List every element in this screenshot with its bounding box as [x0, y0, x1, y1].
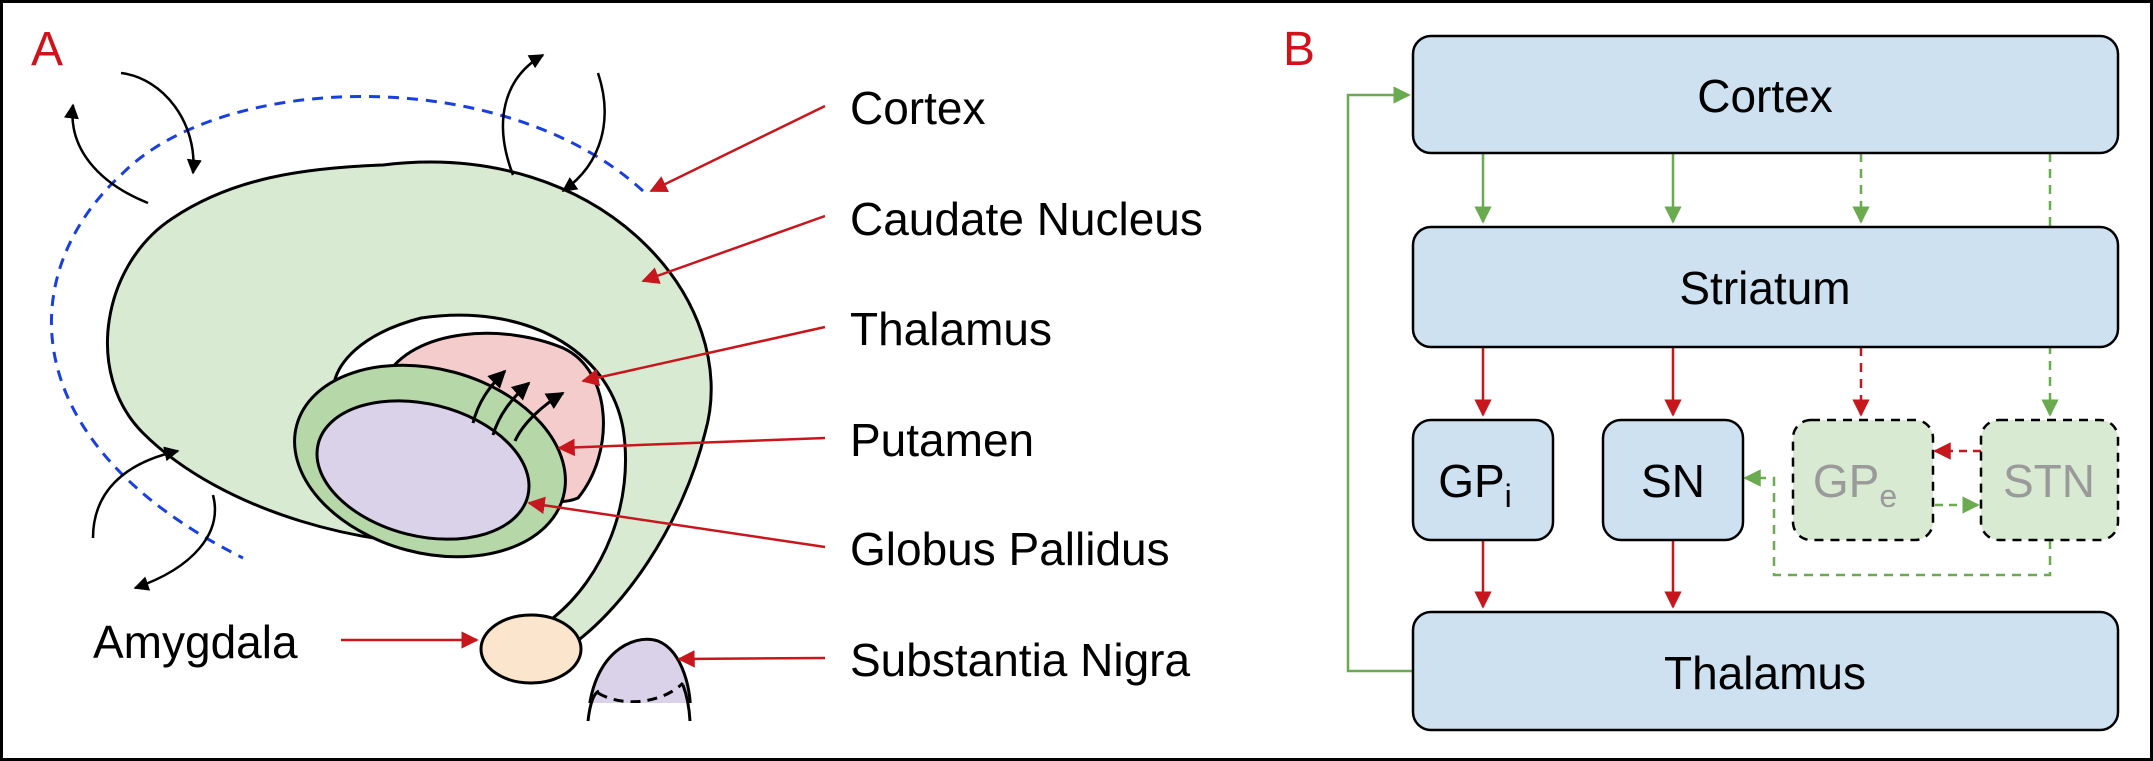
- figure-canvas: A Cortex Caudate Nucleus Thalamus Putame…: [31, 23, 2120, 743]
- substantia-nigra-base: [597, 681, 685, 704]
- box-cortex-label: Cortex: [1697, 70, 1832, 122]
- box-gpe-label: GPe: [1813, 455, 1897, 514]
- box-thalamus: [1411, 610, 2120, 732]
- panel-b-label: B: [1283, 23, 1315, 76]
- label-cortex: Cortex: [850, 82, 985, 134]
- box-sn: [1601, 418, 1745, 542]
- pointer-putamen: [557, 436, 826, 457]
- box-stn: [1979, 418, 2120, 542]
- pointer-cortex: [649, 104, 826, 193]
- box-striatum: [1411, 225, 2120, 349]
- box-cortex: [1411, 34, 2120, 155]
- panel-a-label: A: [31, 23, 63, 76]
- putamen-shape: [315, 399, 531, 541]
- label-substantia-nigra: Substantia Nigra: [850, 634, 1190, 686]
- projection-arrow-1: [471, 369, 507, 424]
- pointer-substantia-nigra: [677, 650, 826, 668]
- label-thalamus: Thalamus: [850, 303, 1052, 355]
- pointer-globus-pallidus: [527, 496, 826, 549]
- box-gpi: [1411, 418, 1555, 542]
- label-amygdala: Amygdala: [93, 616, 298, 668]
- label-caudate-nucleus: Caudate Nucleus: [850, 193, 1203, 245]
- curl-arrow-bottom-a: [91, 446, 180, 539]
- pointer-thalamus: [581, 325, 826, 387]
- box-striatum-label: Striatum: [1679, 262, 1850, 314]
- curl-arrow-top-mid-b: [561, 72, 606, 193]
- label-globus-pallidus: Globus Pallidus: [850, 523, 1170, 575]
- pointer-caudate: [641, 214, 826, 284]
- projection-arrow-3: [513, 391, 565, 442]
- curl-arrow-bottom-b: [133, 494, 217, 591]
- caudate-nucleus-shape: [105, 160, 713, 653]
- link-stn-sn: [1743, 469, 2052, 577]
- box-stn-label: STN: [2003, 455, 2095, 507]
- cortex-outline: [49, 95, 645, 560]
- curl-arrow-top-mid-a: [501, 53, 545, 176]
- box-sn-label: SN: [1641, 455, 1705, 507]
- link-thalamus-cortex: [1346, 86, 1413, 673]
- curl-arrow-top-left-b: [120, 71, 202, 175]
- box-gpi-label: GPi: [1438, 455, 1512, 514]
- amygdala-shape: [479, 613, 583, 685]
- substantia-nigra-mask: [586, 703, 696, 743]
- projection-arrow-2: [491, 381, 531, 436]
- curl-arrow-top-left-a: [64, 103, 149, 205]
- label-putamen: Putamen: [850, 414, 1034, 466]
- box-gpe: [1791, 418, 1935, 542]
- substantia-nigra-legs: [586, 684, 692, 722]
- box-thalamus-label: Thalamus: [1664, 647, 1866, 699]
